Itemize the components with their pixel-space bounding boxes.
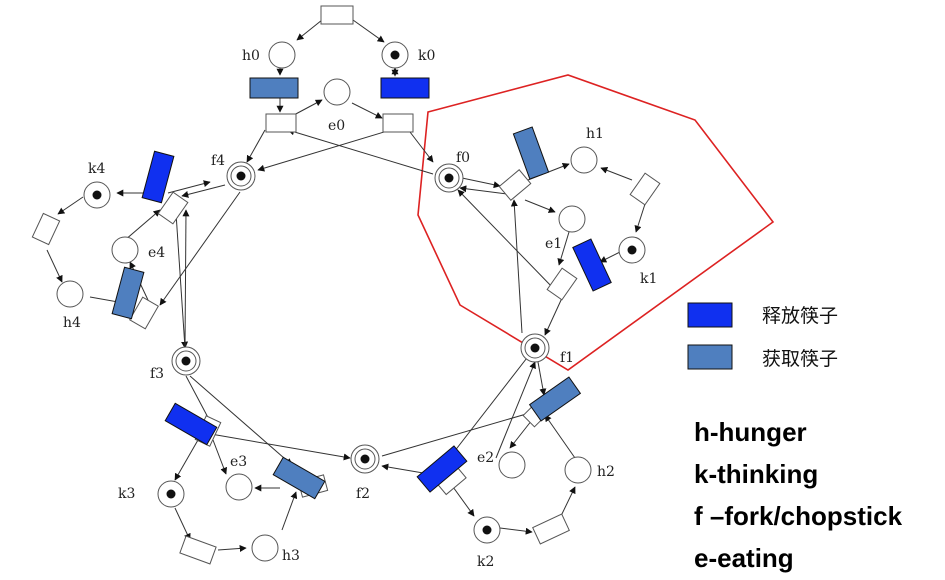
label-k0: k0 xyxy=(418,48,435,64)
label-e1: e1 xyxy=(545,236,562,252)
legend-release-label: 释放筷子 xyxy=(762,305,838,327)
label-f2: f2 xyxy=(356,486,370,502)
tokens xyxy=(92,50,637,535)
label-h2: h2 xyxy=(597,464,615,480)
legend-release-swatch xyxy=(687,302,733,328)
label-e0: e0 xyxy=(328,118,345,134)
key-fork: f –fork/chopstick xyxy=(694,501,903,531)
place-labels: h0 k0 e0 f0 f4 h1 e1 k1 f1 k4 e4 h4 f3 e… xyxy=(63,48,657,570)
label-f1: f1 xyxy=(560,350,574,366)
label-k1: k1 xyxy=(640,271,657,287)
release-transitions xyxy=(141,77,612,493)
label-k3: k3 xyxy=(118,486,135,502)
acquire-transitions xyxy=(111,77,582,500)
key-eating: e-eating xyxy=(694,543,794,573)
legend: 释放筷子 获取筷子 xyxy=(687,302,838,370)
highlight-region xyxy=(417,74,775,371)
label-k4: k4 xyxy=(88,161,105,177)
abbreviation-key: h-hunger k-thinking f –fork/chopstick e-… xyxy=(694,417,903,573)
label-h3: h3 xyxy=(282,548,300,564)
legend-acquire-swatch xyxy=(687,344,733,370)
legend-acquire-label: 获取筷子 xyxy=(762,348,838,370)
key-thinking: k-thinking xyxy=(694,459,818,489)
label-h4: h4 xyxy=(63,315,81,331)
label-e3: e3 xyxy=(230,454,247,470)
label-f4: f4 xyxy=(211,153,225,169)
label-f3: f3 xyxy=(150,366,164,382)
arcs xyxy=(46,19,646,552)
label-k2: k2 xyxy=(477,554,494,570)
label-e2: e2 xyxy=(477,450,494,466)
key-hunger: h-hunger xyxy=(694,417,807,447)
label-f0: f0 xyxy=(456,150,470,166)
label-h1: h1 xyxy=(586,126,604,142)
label-e4: e4 xyxy=(148,245,165,261)
label-h0: h0 xyxy=(242,48,260,64)
